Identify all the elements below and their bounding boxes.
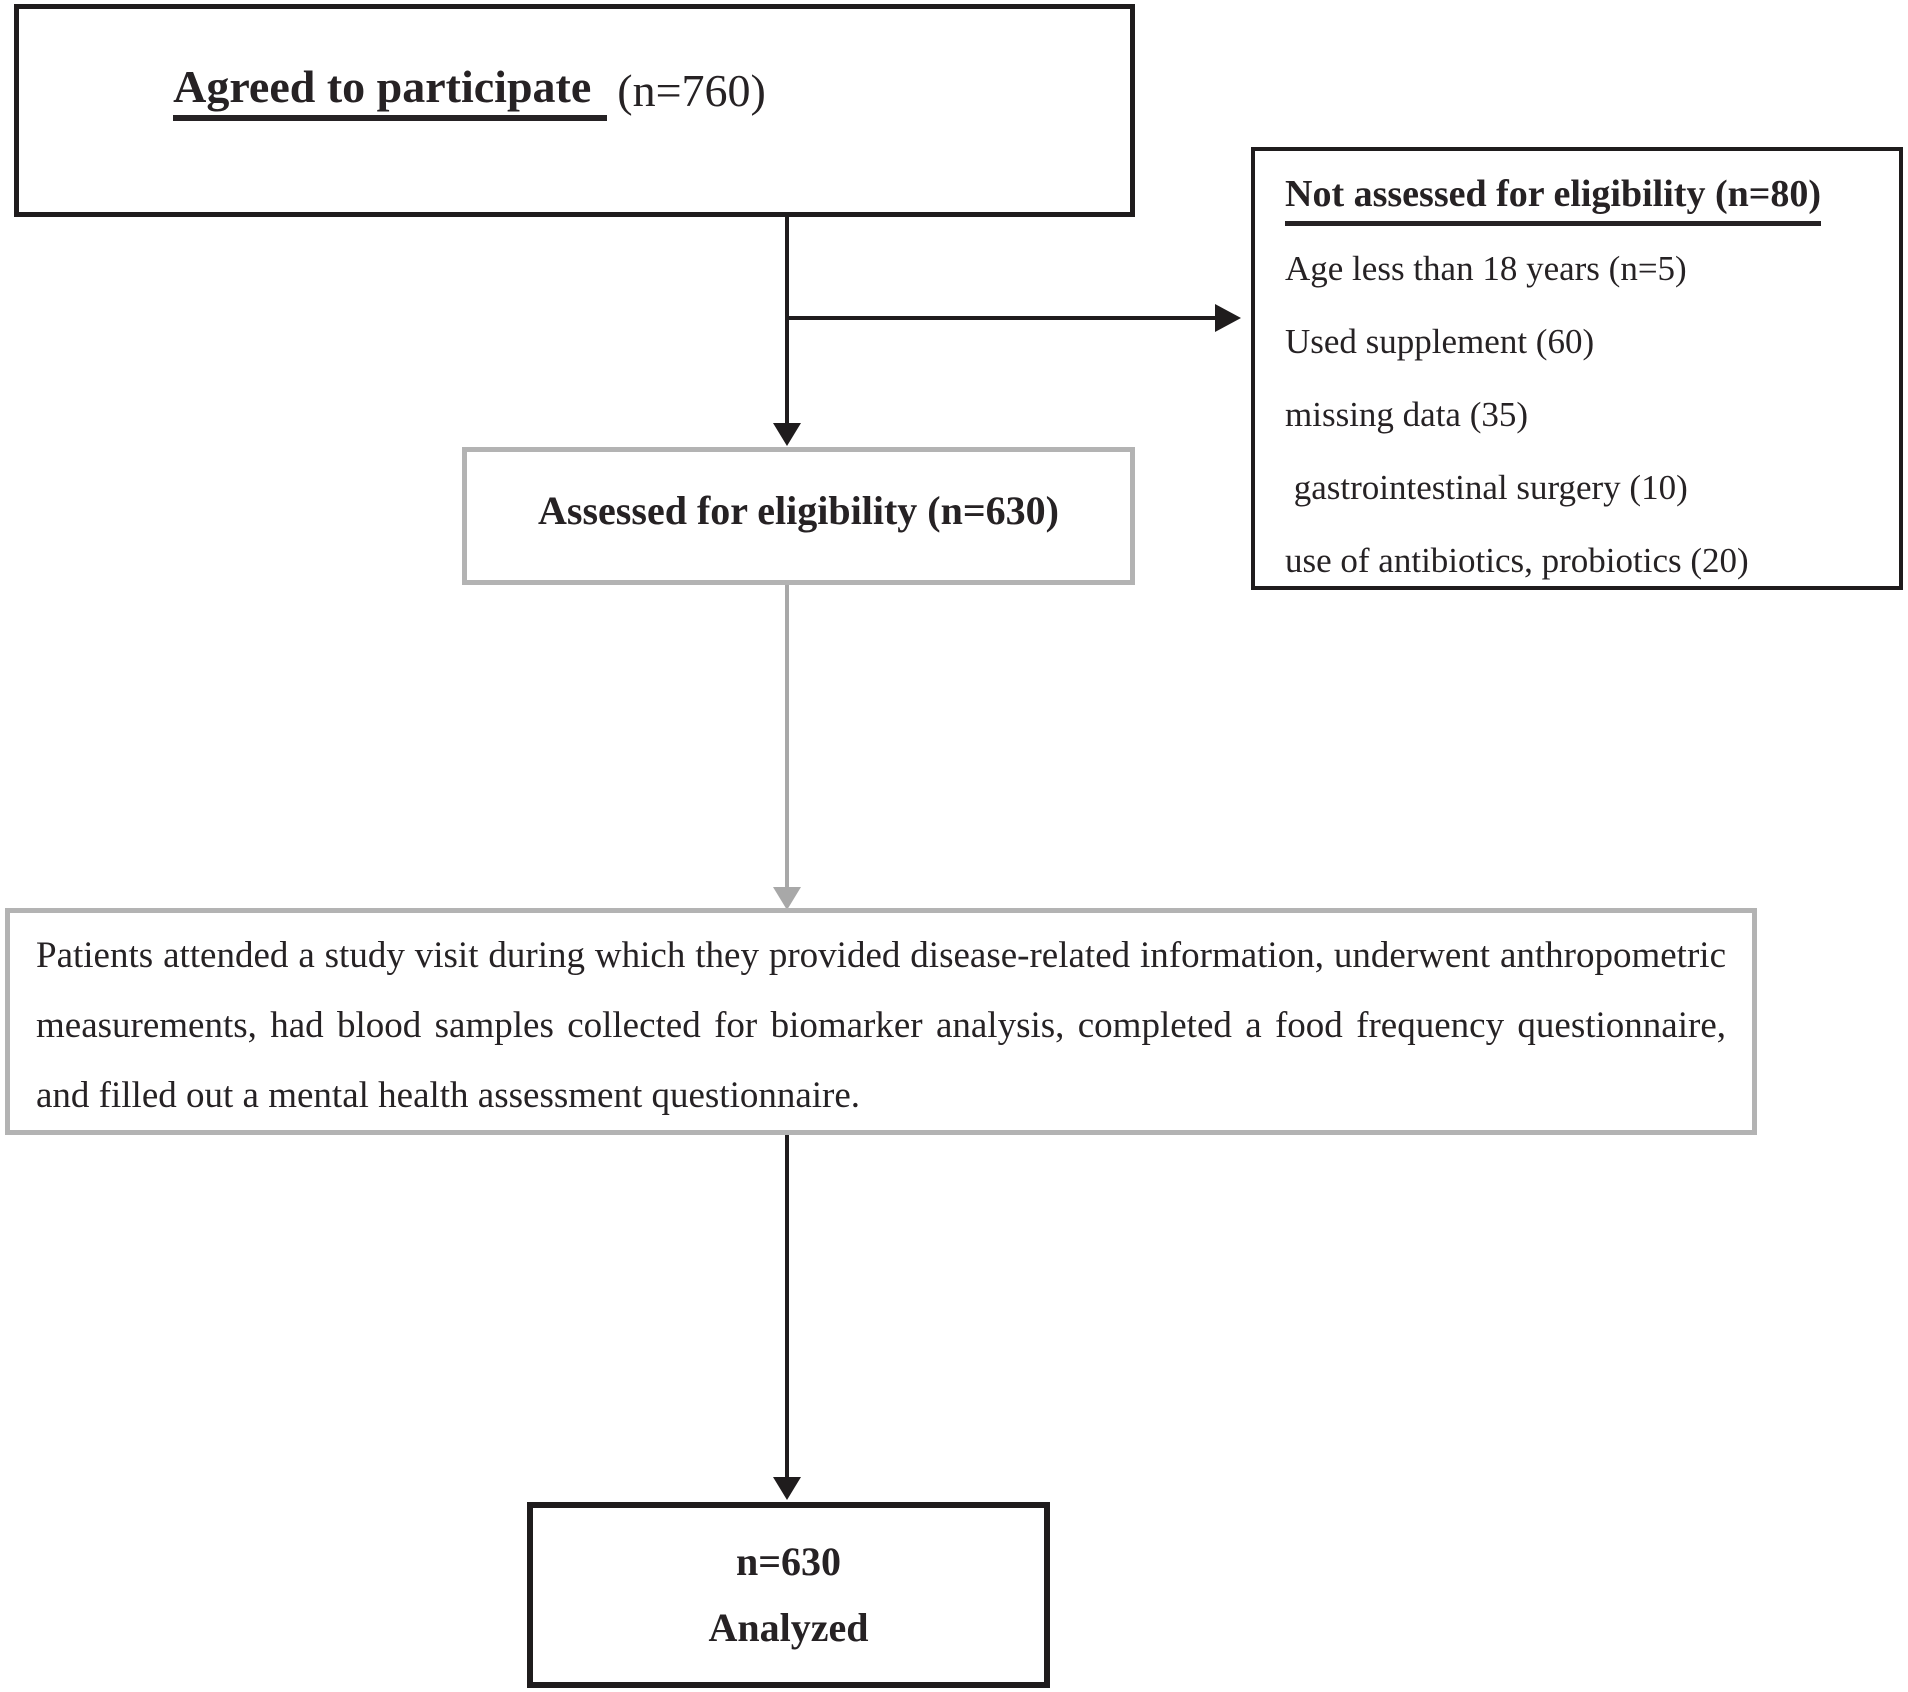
- analyzed-box: n=630 Analyzed: [527, 1502, 1050, 1688]
- arrowhead-down-to-assessed: [773, 423, 801, 446]
- study-visit-text: Patients attended a study visit during w…: [36, 935, 1726, 1116]
- agreed-count: (n=760): [617, 65, 766, 116]
- exclusion-item-gi-surgery: gastrointestinal surgery (10): [1285, 468, 1688, 507]
- arrowhead-down-to-visit: [773, 887, 801, 910]
- connector-branch-to-exclusions: [785, 316, 1215, 320]
- agreed-to-participate-box: Agreed to participate (n=760): [14, 4, 1135, 217]
- analyzed-count: n=630: [735, 1539, 842, 1584]
- exclusion-item-supplement: Used supplement (60): [1285, 322, 1595, 361]
- assessed-label: Assessed for eligibility (n=630): [538, 487, 1059, 533]
- arrowhead-down-to-analyzed: [773, 1477, 801, 1500]
- exclusion-item-antibiotics: use of antibiotics, probiotics (20): [1285, 541, 1749, 580]
- exclusion-item-age: Age less than 18 years (n=5): [1285, 249, 1687, 288]
- arrowhead-right-to-exclusions: [1215, 304, 1241, 332]
- assessed-for-eligibility-box: Assessed for eligibility (n=630): [462, 447, 1135, 585]
- not-assessed-box: Not assessed for eligibility (n=80) Age …: [1251, 147, 1903, 590]
- analyzed-label: Analyzed: [708, 1605, 869, 1650]
- exclusion-item-missing-data: missing data (35): [1285, 395, 1529, 434]
- connector-assessed-to-visit: [785, 585, 789, 888]
- agreed-title: Agreed to participate: [173, 60, 608, 121]
- study-visit-box: Patients attended a study visit during w…: [5, 908, 1757, 1135]
- connector-visit-to-analyzed: [785, 1135, 789, 1478]
- connector-top-to-assessed: [785, 217, 789, 424]
- not-assessed-title: Not assessed for eligibility (n=80): [1285, 169, 1822, 226]
